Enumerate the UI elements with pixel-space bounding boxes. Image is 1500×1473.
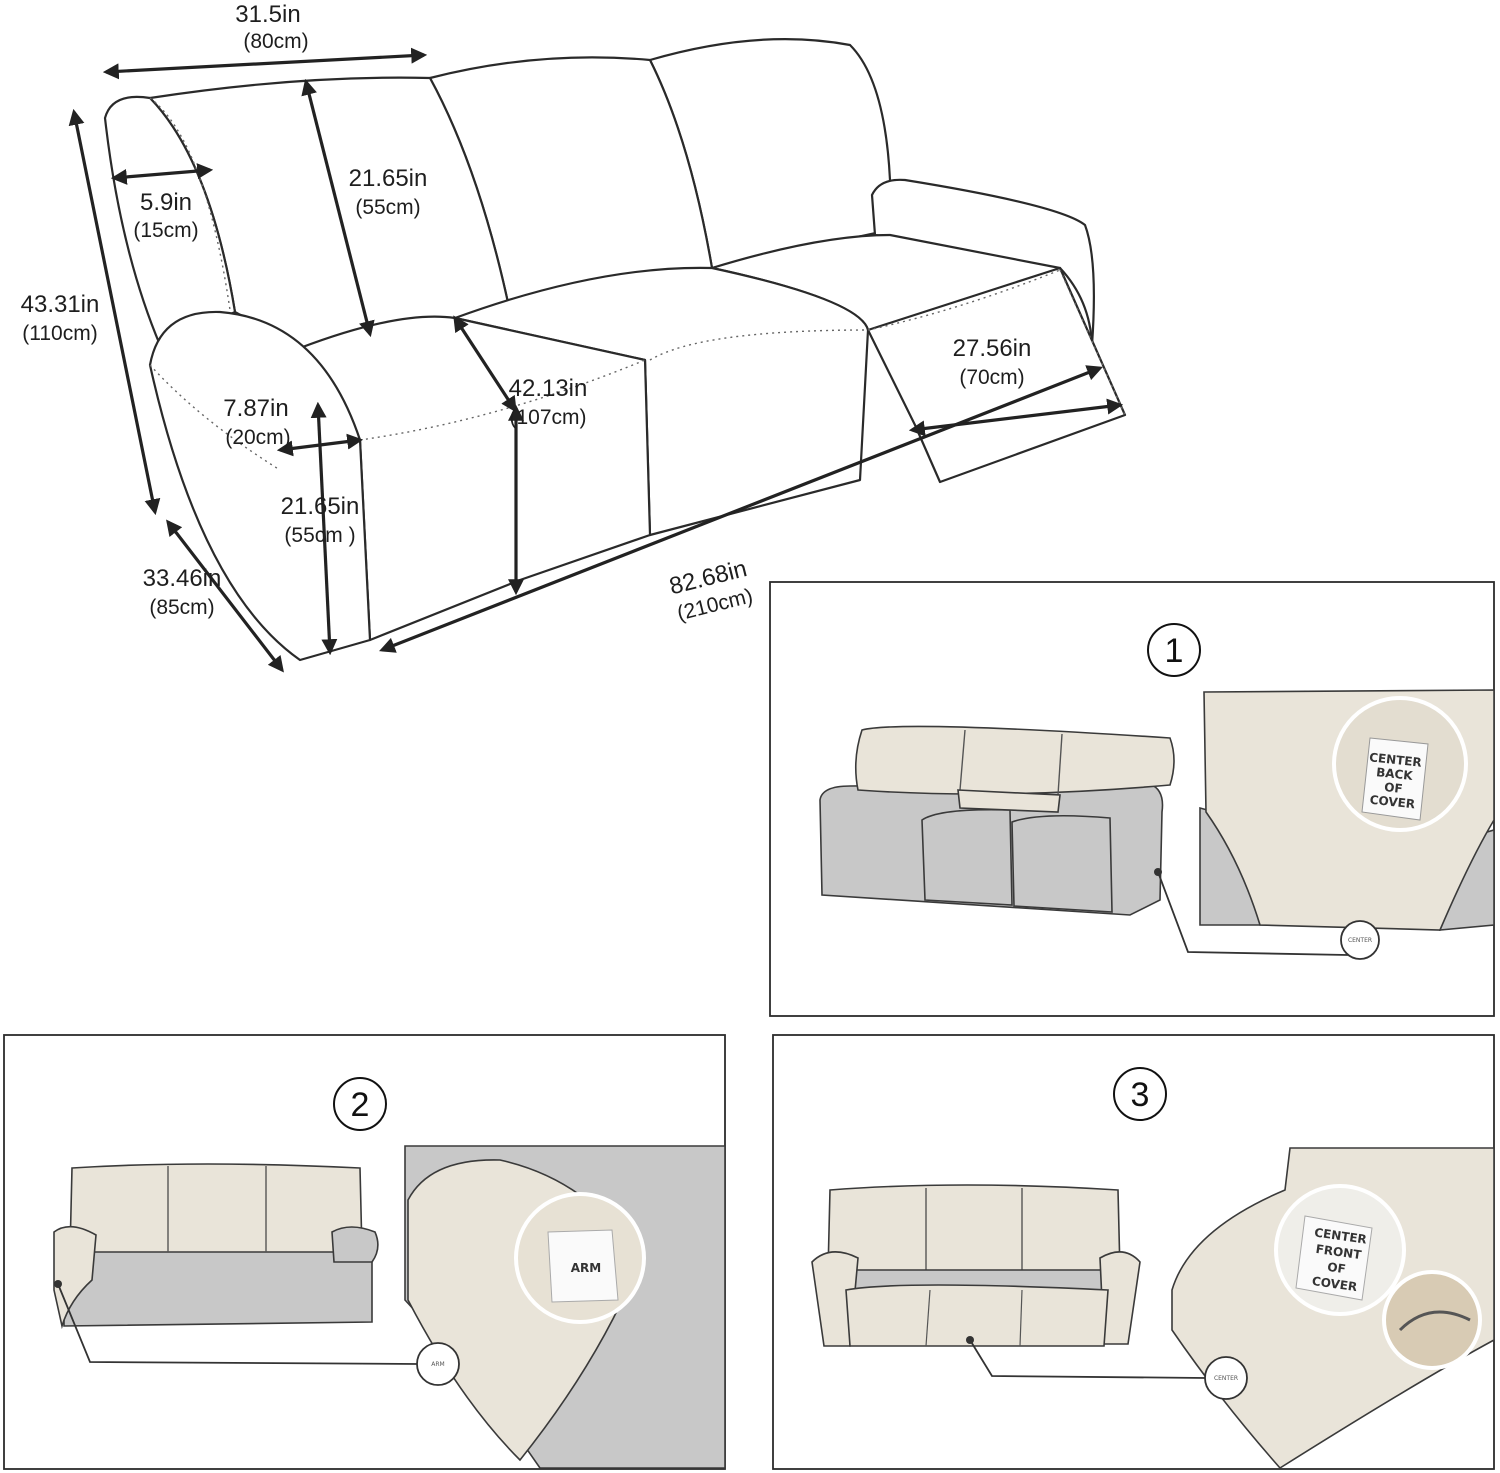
tag-3-line-3: OF — [1326, 1260, 1346, 1276]
total-depth-cm: (85cm) — [149, 596, 214, 619]
step-2-number: 2 — [351, 1086, 370, 1124]
svg-text:ARM: ARM — [431, 1361, 444, 1368]
footrest-in: 27.56in — [953, 335, 1032, 362]
arm-width-in: 7.87in — [223, 395, 288, 422]
tag-1-line-2: BACK — [1376, 765, 1414, 783]
arm-width-cm: (20cm) — [225, 426, 290, 449]
tag-3-line-4: COVER — [1311, 1274, 1358, 1294]
back-width-in: 31.5in — [235, 1, 300, 28]
step-1-panel: 1 CENTER BACK OF COVER CENTER — [769, 581, 1495, 1017]
arm-depth-cm: (15cm) — [133, 219, 198, 242]
step-3-number: 3 — [1131, 1076, 1150, 1114]
total-depth-in: 33.46in — [143, 565, 222, 592]
tag-2-line-1: ARM — [571, 1261, 601, 1275]
dimension-arrows — [68, 47, 1124, 673]
tag-1-line-1: CENTER — [1368, 750, 1422, 769]
seat-depth-cm: (107cm) — [509, 406, 586, 429]
svg-text:CENTER: CENTER — [1348, 937, 1372, 944]
back-width-cm: (80cm) — [243, 30, 308, 53]
seat-depth-in: 42.13in — [509, 375, 588, 402]
svg-text:CENTER: CENTER — [1214, 1375, 1238, 1382]
dimension-labels: 31.5in (80cm) 5.9in (15cm) 21.65in (55cm… — [21, 1, 1032, 625]
arm-depth-in: 5.9in — [140, 189, 192, 216]
arm-height-cm: (55cm ) — [284, 524, 355, 547]
tag-1-line-3: OF — [1384, 780, 1404, 796]
footrest-cm: (70cm) — [959, 366, 1024, 389]
step-2-panel: 2 ARM ARM — [3, 1034, 726, 1470]
arm-height-in: 21.65in — [281, 493, 360, 520]
tag-3-line-2: FRONT — [1315, 1242, 1363, 1262]
total-height-cm: (110cm) — [22, 322, 97, 345]
back-height-cm: (55cm) — [355, 196, 420, 219]
total-height-in: 43.31in — [21, 291, 100, 318]
step-1-number: 1 — [1165, 632, 1184, 670]
step-3-panel: 3 CENTER FRONT OF COVER CENTER — [772, 1034, 1495, 1470]
back-height-in: 21.65in — [349, 165, 428, 192]
tag-1-line-4: COVER — [1369, 793, 1416, 812]
